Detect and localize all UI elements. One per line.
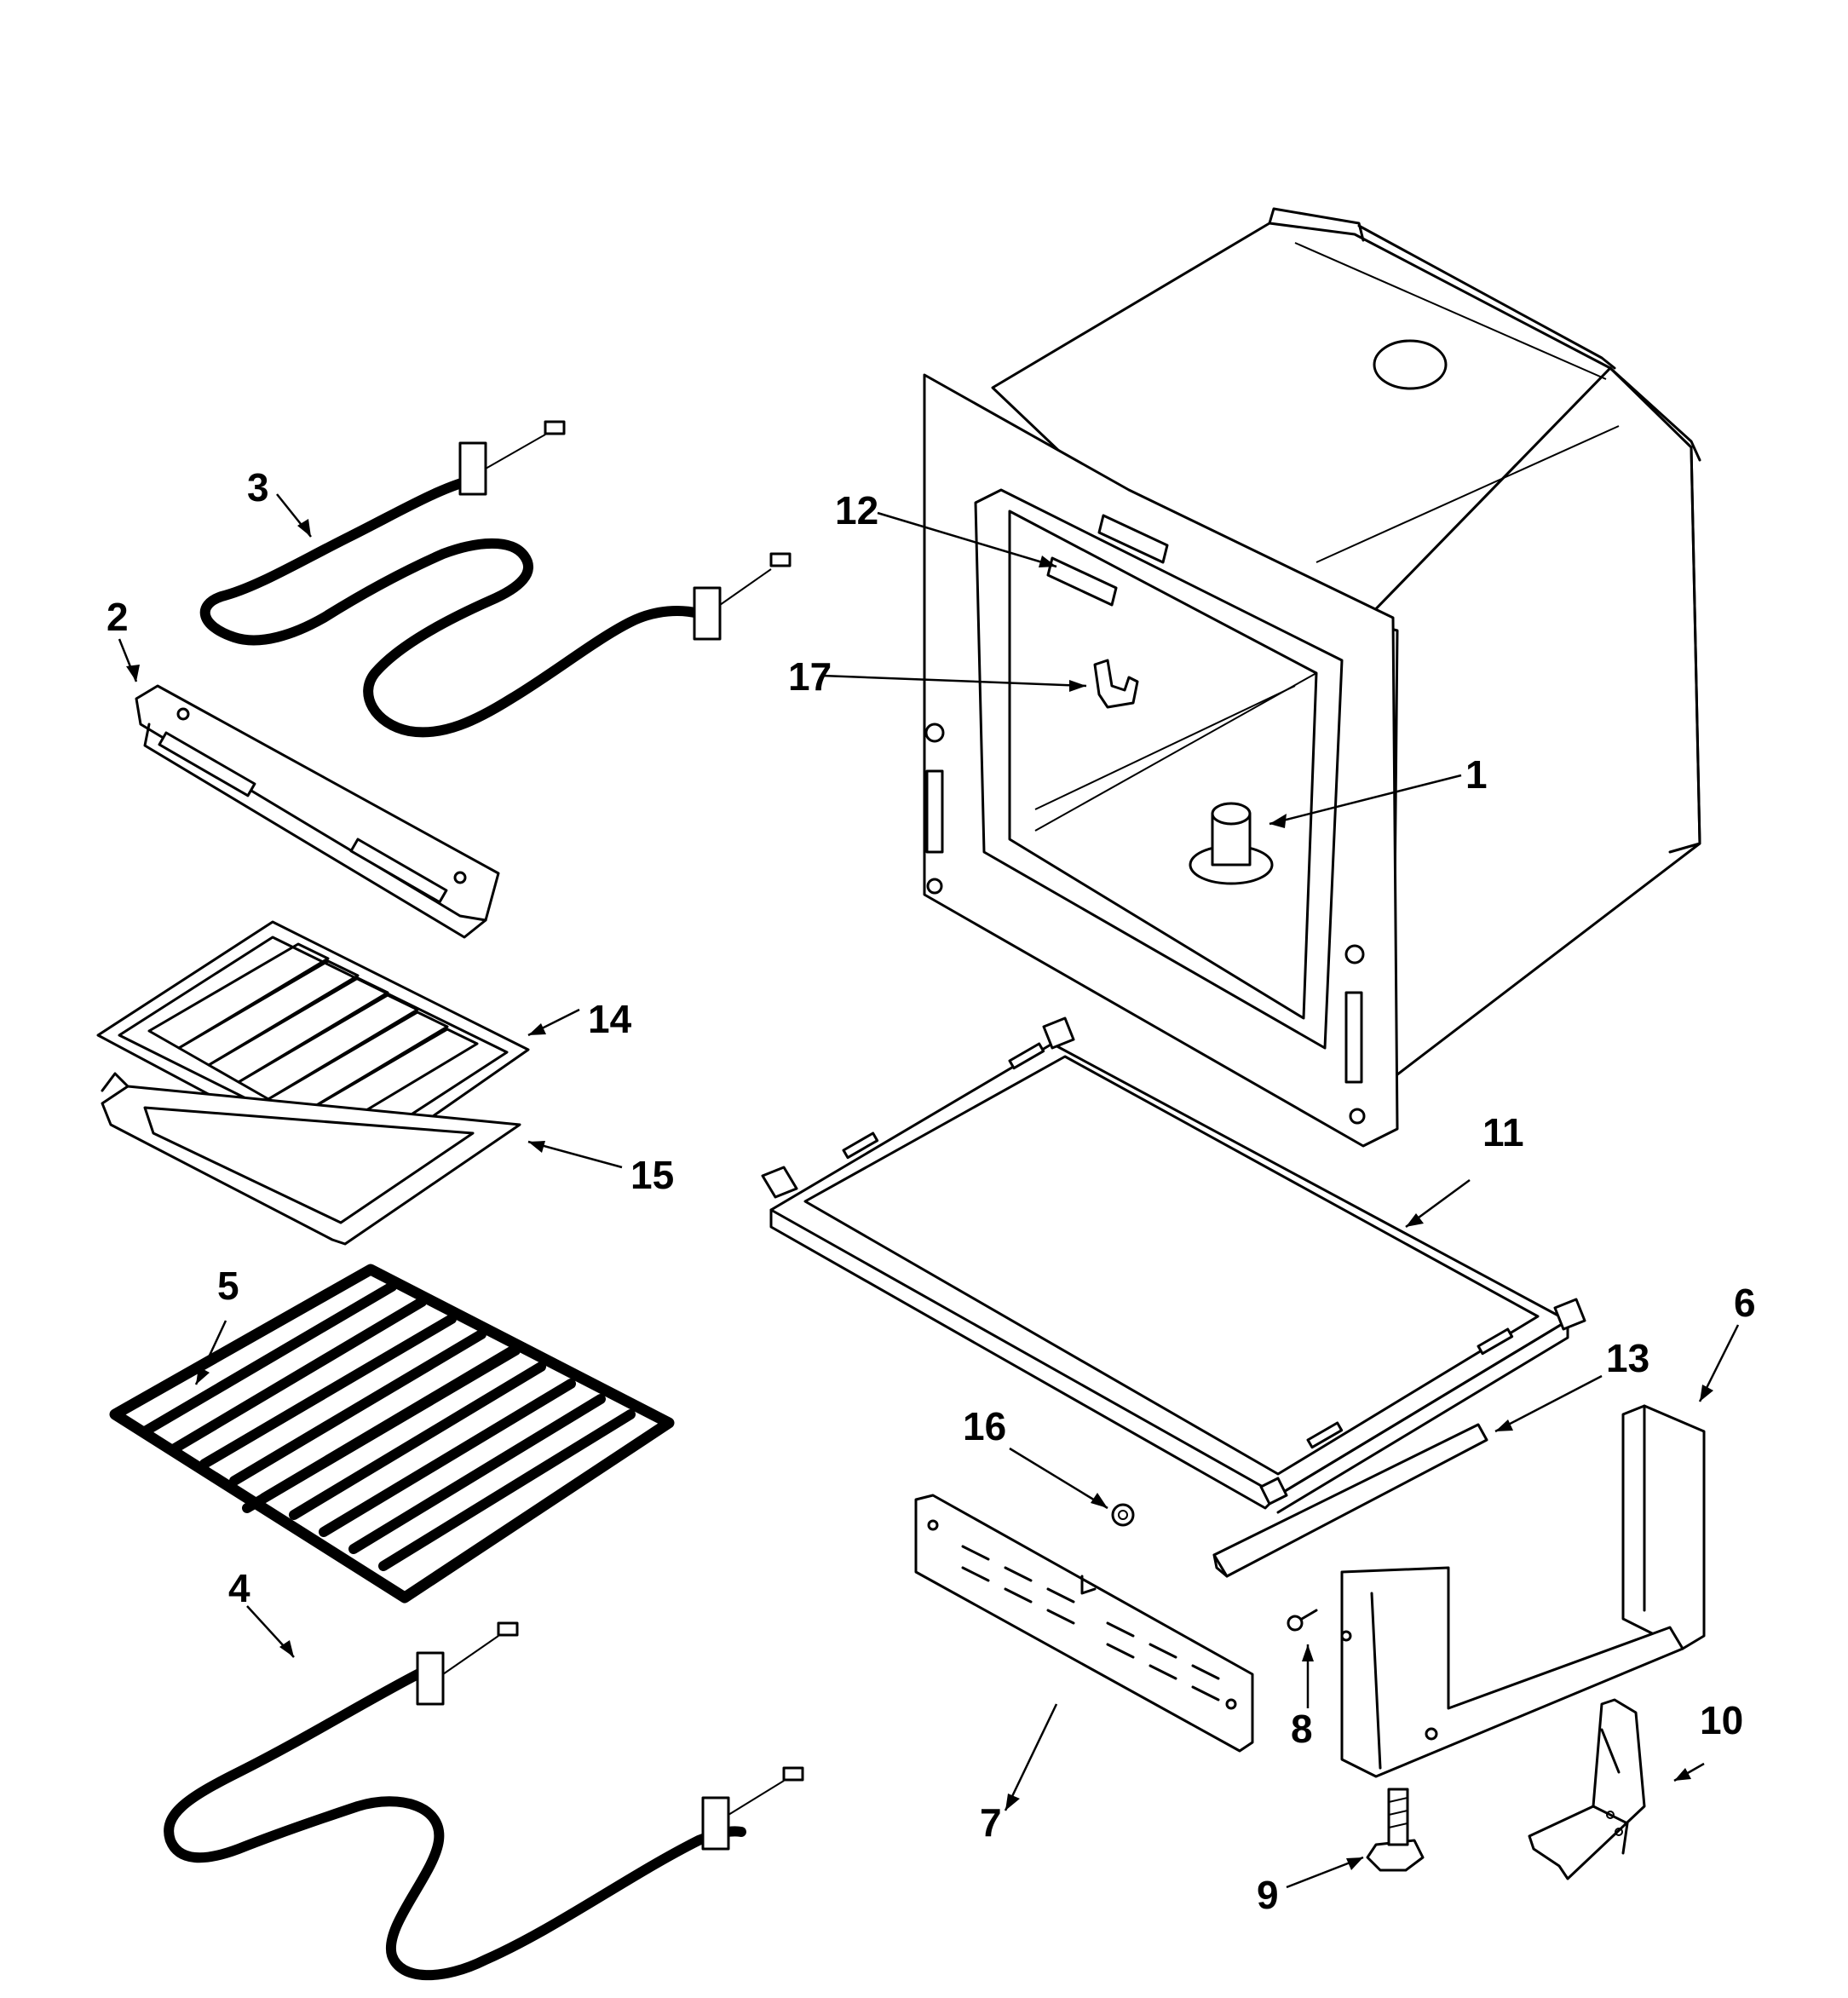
callout-2: 2 [107, 595, 129, 639]
bottom-pan [761, 1016, 1586, 1514]
callout-6: 6 [1734, 1281, 1756, 1325]
oven-rack [109, 1264, 675, 1604]
callout-4: 4 [228, 1566, 250, 1610]
callout-9: 9 [1257, 1873, 1279, 1917]
callout-13: 13 [1606, 1336, 1649, 1380]
oven-cavity [923, 207, 1701, 1148]
vent [1046, 556, 1118, 607]
bake-element [164, 1621, 804, 1981]
callout-15: 15 [630, 1153, 674, 1197]
leader-lines [118, 493, 1740, 1889]
callout-8: 8 [1291, 1707, 1313, 1751]
screw [1287, 1609, 1318, 1632]
leveling-leg [1366, 1788, 1425, 1872]
callout-5: 5 [217, 1264, 239, 1308]
broil-element [199, 420, 792, 738]
front-support [914, 1494, 1254, 1753]
callout-labels: 1 2 3 4 5 6 7 8 9 10 11 12 13 14 15 16 1… [107, 465, 1756, 1917]
callout-3: 3 [247, 465, 269, 510]
side-frame [1340, 1404, 1706, 1778]
callout-17: 17 [788, 654, 832, 699]
callout-12: 12 [835, 488, 878, 533]
broiler-pan [101, 1072, 521, 1246]
callout-16: 16 [963, 1404, 1006, 1448]
nut [1111, 1503, 1135, 1527]
broil-element-bracket [135, 684, 500, 939]
callout-11: 11 [1482, 1110, 1524, 1154]
callout-7: 7 [980, 1800, 1002, 1845]
callout-14: 14 [588, 997, 632, 1041]
callout-1: 1 [1465, 752, 1488, 797]
rail [1212, 1423, 1488, 1578]
pilot-fitting [1189, 802, 1274, 885]
clip [1093, 659, 1139, 709]
callout-10: 10 [1700, 1698, 1743, 1742]
anti-tip-bracket [1528, 1698, 1646, 1880]
